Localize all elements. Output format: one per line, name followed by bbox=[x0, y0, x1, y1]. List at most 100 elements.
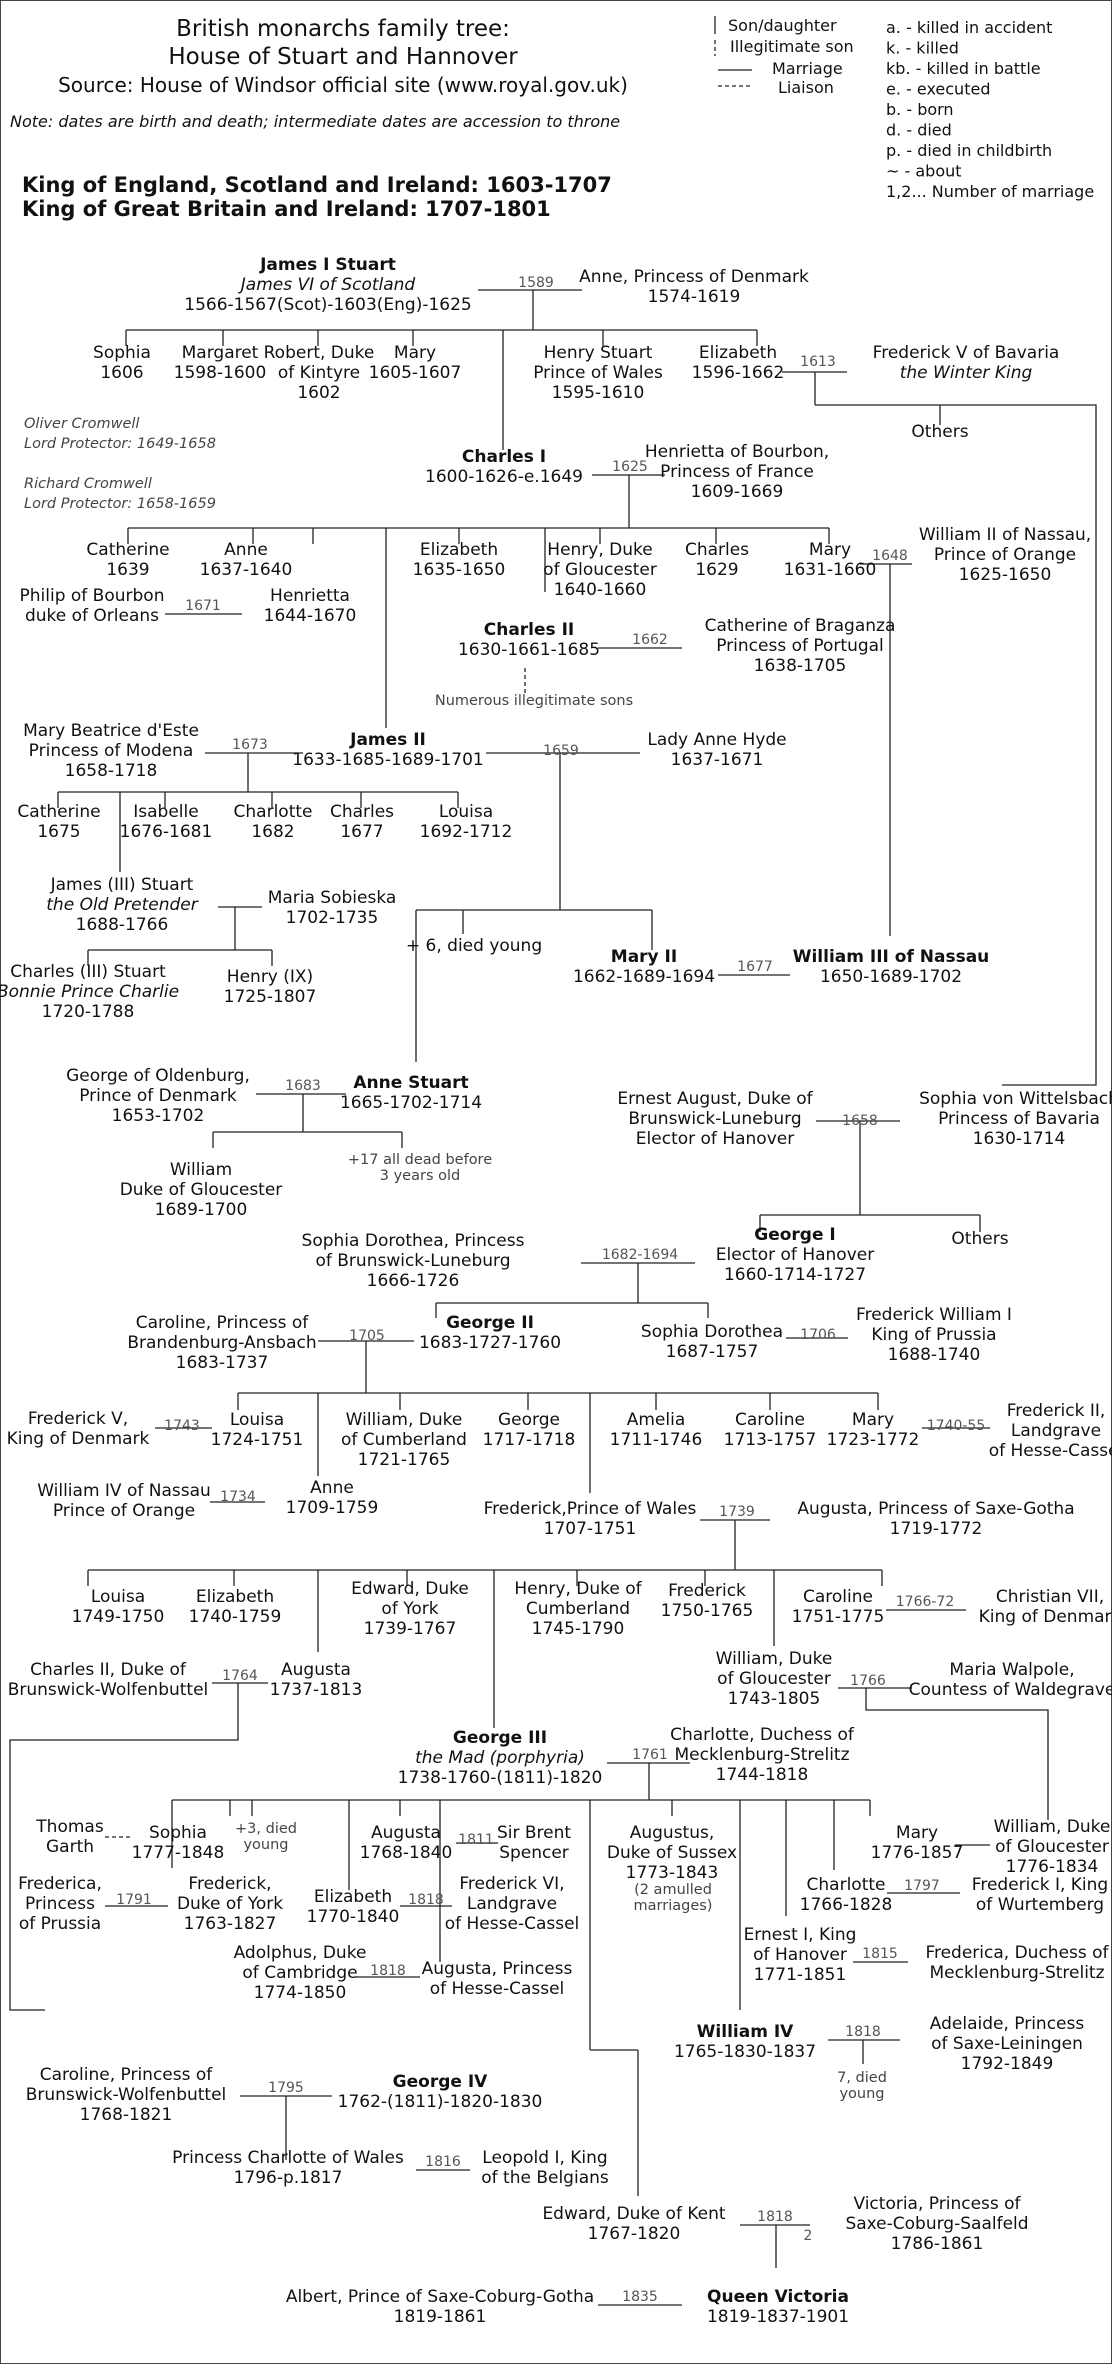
person-label-line: 1713-1757 bbox=[724, 1430, 817, 1450]
legend-abbrev-item: d. - died bbox=[886, 121, 952, 140]
marriage-year-1743: 1743 bbox=[164, 1418, 200, 1434]
person-label-line: 1771-1851 bbox=[754, 1965, 847, 1985]
person-label-line: 1774-1850 bbox=[254, 1983, 347, 2003]
person-label-line: Landgrave bbox=[467, 1894, 557, 1914]
legend-abbrev-item: k. - killed bbox=[886, 39, 959, 58]
person-label-line: William, Duke bbox=[994, 1817, 1111, 1837]
legend-abbrev-item: a. - killed in accident bbox=[886, 18, 1052, 37]
marriage-year-1764: 1764 bbox=[222, 1668, 258, 1684]
person-label-line: 1675 bbox=[37, 822, 80, 842]
marriage-year-1659: 1659 bbox=[543, 743, 579, 759]
person-label-line: duke of Orleans bbox=[25, 606, 159, 626]
person-label-line: 1665-1702-1714 bbox=[340, 1093, 482, 1113]
person-label-line: 1723-1772 bbox=[827, 1430, 920, 1450]
person-label-line: Elizabeth bbox=[314, 1887, 392, 1907]
person-label-line: the Mad (porphyria) bbox=[415, 1748, 585, 1768]
person-label-line: 1796-p.1817 bbox=[234, 2168, 343, 2188]
person-label-line: 1765-1830-1837 bbox=[674, 2042, 816, 2062]
person-label-line: 1721-1765 bbox=[358, 1450, 451, 1470]
person-label-line: Adolphus, Duke bbox=[234, 1943, 367, 1963]
person-label-line: Sophia bbox=[93, 343, 151, 363]
person-label-line: Richard Cromwell bbox=[24, 476, 152, 492]
person-ernest-august: Ernest August, Duke ofBrunswick-Luneburg… bbox=[617, 1089, 813, 1149]
person-label-line: of Gloucester bbox=[717, 1669, 831, 1689]
marriage-year-1766-72: 1766-72 bbox=[896, 1594, 955, 1610]
person-label-line: Victoria, Princess of bbox=[853, 2194, 1021, 2214]
person-label-line: Landgrave bbox=[1011, 1421, 1101, 1441]
person-label-line: of Brunswick-Luneburg bbox=[315, 1251, 510, 1271]
person-label-line: Adelaide, Princess bbox=[930, 2014, 1085, 2034]
person-label-line: 1750-1765 bbox=[661, 1601, 754, 1621]
person-label-line: 1640-1660 bbox=[554, 580, 647, 600]
marriage-year-1673: 1673 bbox=[232, 737, 268, 753]
person-label-line: +17 all dead before bbox=[348, 1152, 492, 1168]
person-label-line: of Hesse-Cassel bbox=[445, 1914, 580, 1934]
person-label-line: Brandenburg-Ansbach bbox=[127, 1333, 316, 1353]
person-victoria-saxe: Victoria, Princess ofSaxe-Coburg-Saalfel… bbox=[845, 2194, 1028, 2254]
marriage-year-1761: 1761 bbox=[632, 1747, 668, 1763]
marriage-year-1705: 1705 bbox=[349, 1328, 385, 1344]
person-label-line: 1725-1807 bbox=[224, 987, 317, 1007]
person-maria-walpole: Maria Walpole,Countess of Waldegrave bbox=[909, 1660, 1112, 1700]
person-label-line: 1770-1840 bbox=[307, 1907, 400, 1927]
marriage-year-1662: 1662 bbox=[632, 632, 668, 648]
person-charles2-brunswick: Charles II, Duke ofBrunswick-Wolfenbutte… bbox=[8, 1660, 209, 1700]
person-label-line: Mary II bbox=[611, 947, 677, 967]
legend-son-label: Son/daughter bbox=[728, 16, 837, 35]
person-label-line: 1662-1689-1694 bbox=[573, 967, 715, 987]
person-label-line: William bbox=[170, 1160, 232, 1180]
marriage-year-1677: 1677 bbox=[737, 959, 773, 975]
person-label-line: Christian VII, bbox=[996, 1587, 1104, 1607]
person-label-line: young bbox=[839, 2086, 884, 2102]
marriage-year-1740-55: 1740-55 bbox=[927, 1418, 986, 1434]
person-label-line: Duke of Sussex bbox=[607, 1843, 737, 1863]
person-label-line: William, Duke bbox=[716, 1649, 833, 1669]
person-label-line: of Cambridge bbox=[242, 1963, 357, 1983]
person-label-line: 1629 bbox=[695, 560, 738, 580]
person-label-line: Sophia bbox=[149, 1823, 207, 1843]
person-label-line: Mary Beatrice d'Este bbox=[23, 721, 199, 741]
person-label-line: 1650-1689-1702 bbox=[820, 967, 962, 987]
person-label-line: 1600-1626-e.1649 bbox=[425, 467, 583, 487]
marriage-year-1816: 1816 bbox=[425, 2154, 461, 2170]
marriage-year-1818-edward: 1818 bbox=[757, 2209, 793, 2225]
person-label-line: 1707-1751 bbox=[544, 1519, 637, 1539]
person-label-line: Saxe-Coburg-Saalfeld bbox=[845, 2214, 1028, 2234]
person-label-line: Catherine bbox=[86, 540, 169, 560]
person-label-line: James I Stuart bbox=[259, 255, 396, 275]
person-label-line: 1689-1700 bbox=[155, 1200, 248, 1220]
person-label-line: Frederick V of Bavaria bbox=[873, 343, 1060, 363]
person-henrietta-bourbon: Henrietta of Bourbon,Princess of France1… bbox=[645, 442, 829, 502]
person-label-line: Oliver Cromwell bbox=[24, 416, 139, 432]
person-label-line: 1749-1750 bbox=[72, 1607, 165, 1627]
